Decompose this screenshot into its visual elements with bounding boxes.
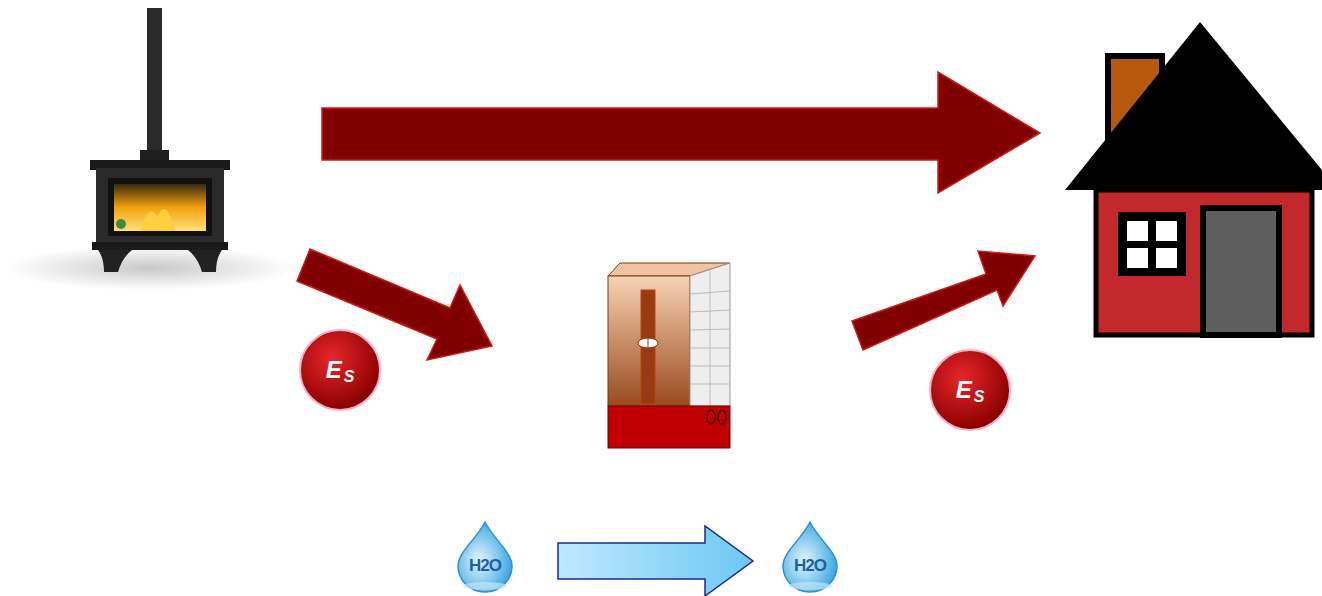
- heat-arrow: [322, 72, 1040, 193]
- text-holder: ES: [298, 328, 382, 412]
- house: [1065, 22, 1322, 335]
- text-holder: H2O: [454, 556, 516, 576]
- symbol-subscript: S: [974, 388, 985, 406]
- energy-circle: ES: [298, 328, 382, 412]
- water-drop: H2O: [779, 520, 841, 594]
- water-drop: H2O: [454, 520, 516, 594]
- formula-label: H2O: [794, 556, 826, 575]
- energy-circle: ES: [928, 348, 1012, 432]
- heat-storage-unit: [608, 263, 730, 448]
- water-flow-arrow: [558, 526, 753, 596]
- symbol-subscript: S: [344, 368, 355, 386]
- text-holder: ES: [928, 348, 1012, 432]
- symbol-letter: E: [956, 376, 972, 404]
- heat-arrow: [852, 251, 1035, 350]
- formula-label: H2O: [469, 556, 501, 575]
- symbol-letter: E: [326, 356, 342, 384]
- text-holder: H2O: [779, 556, 841, 576]
- wood-stove: [5, 8, 295, 290]
